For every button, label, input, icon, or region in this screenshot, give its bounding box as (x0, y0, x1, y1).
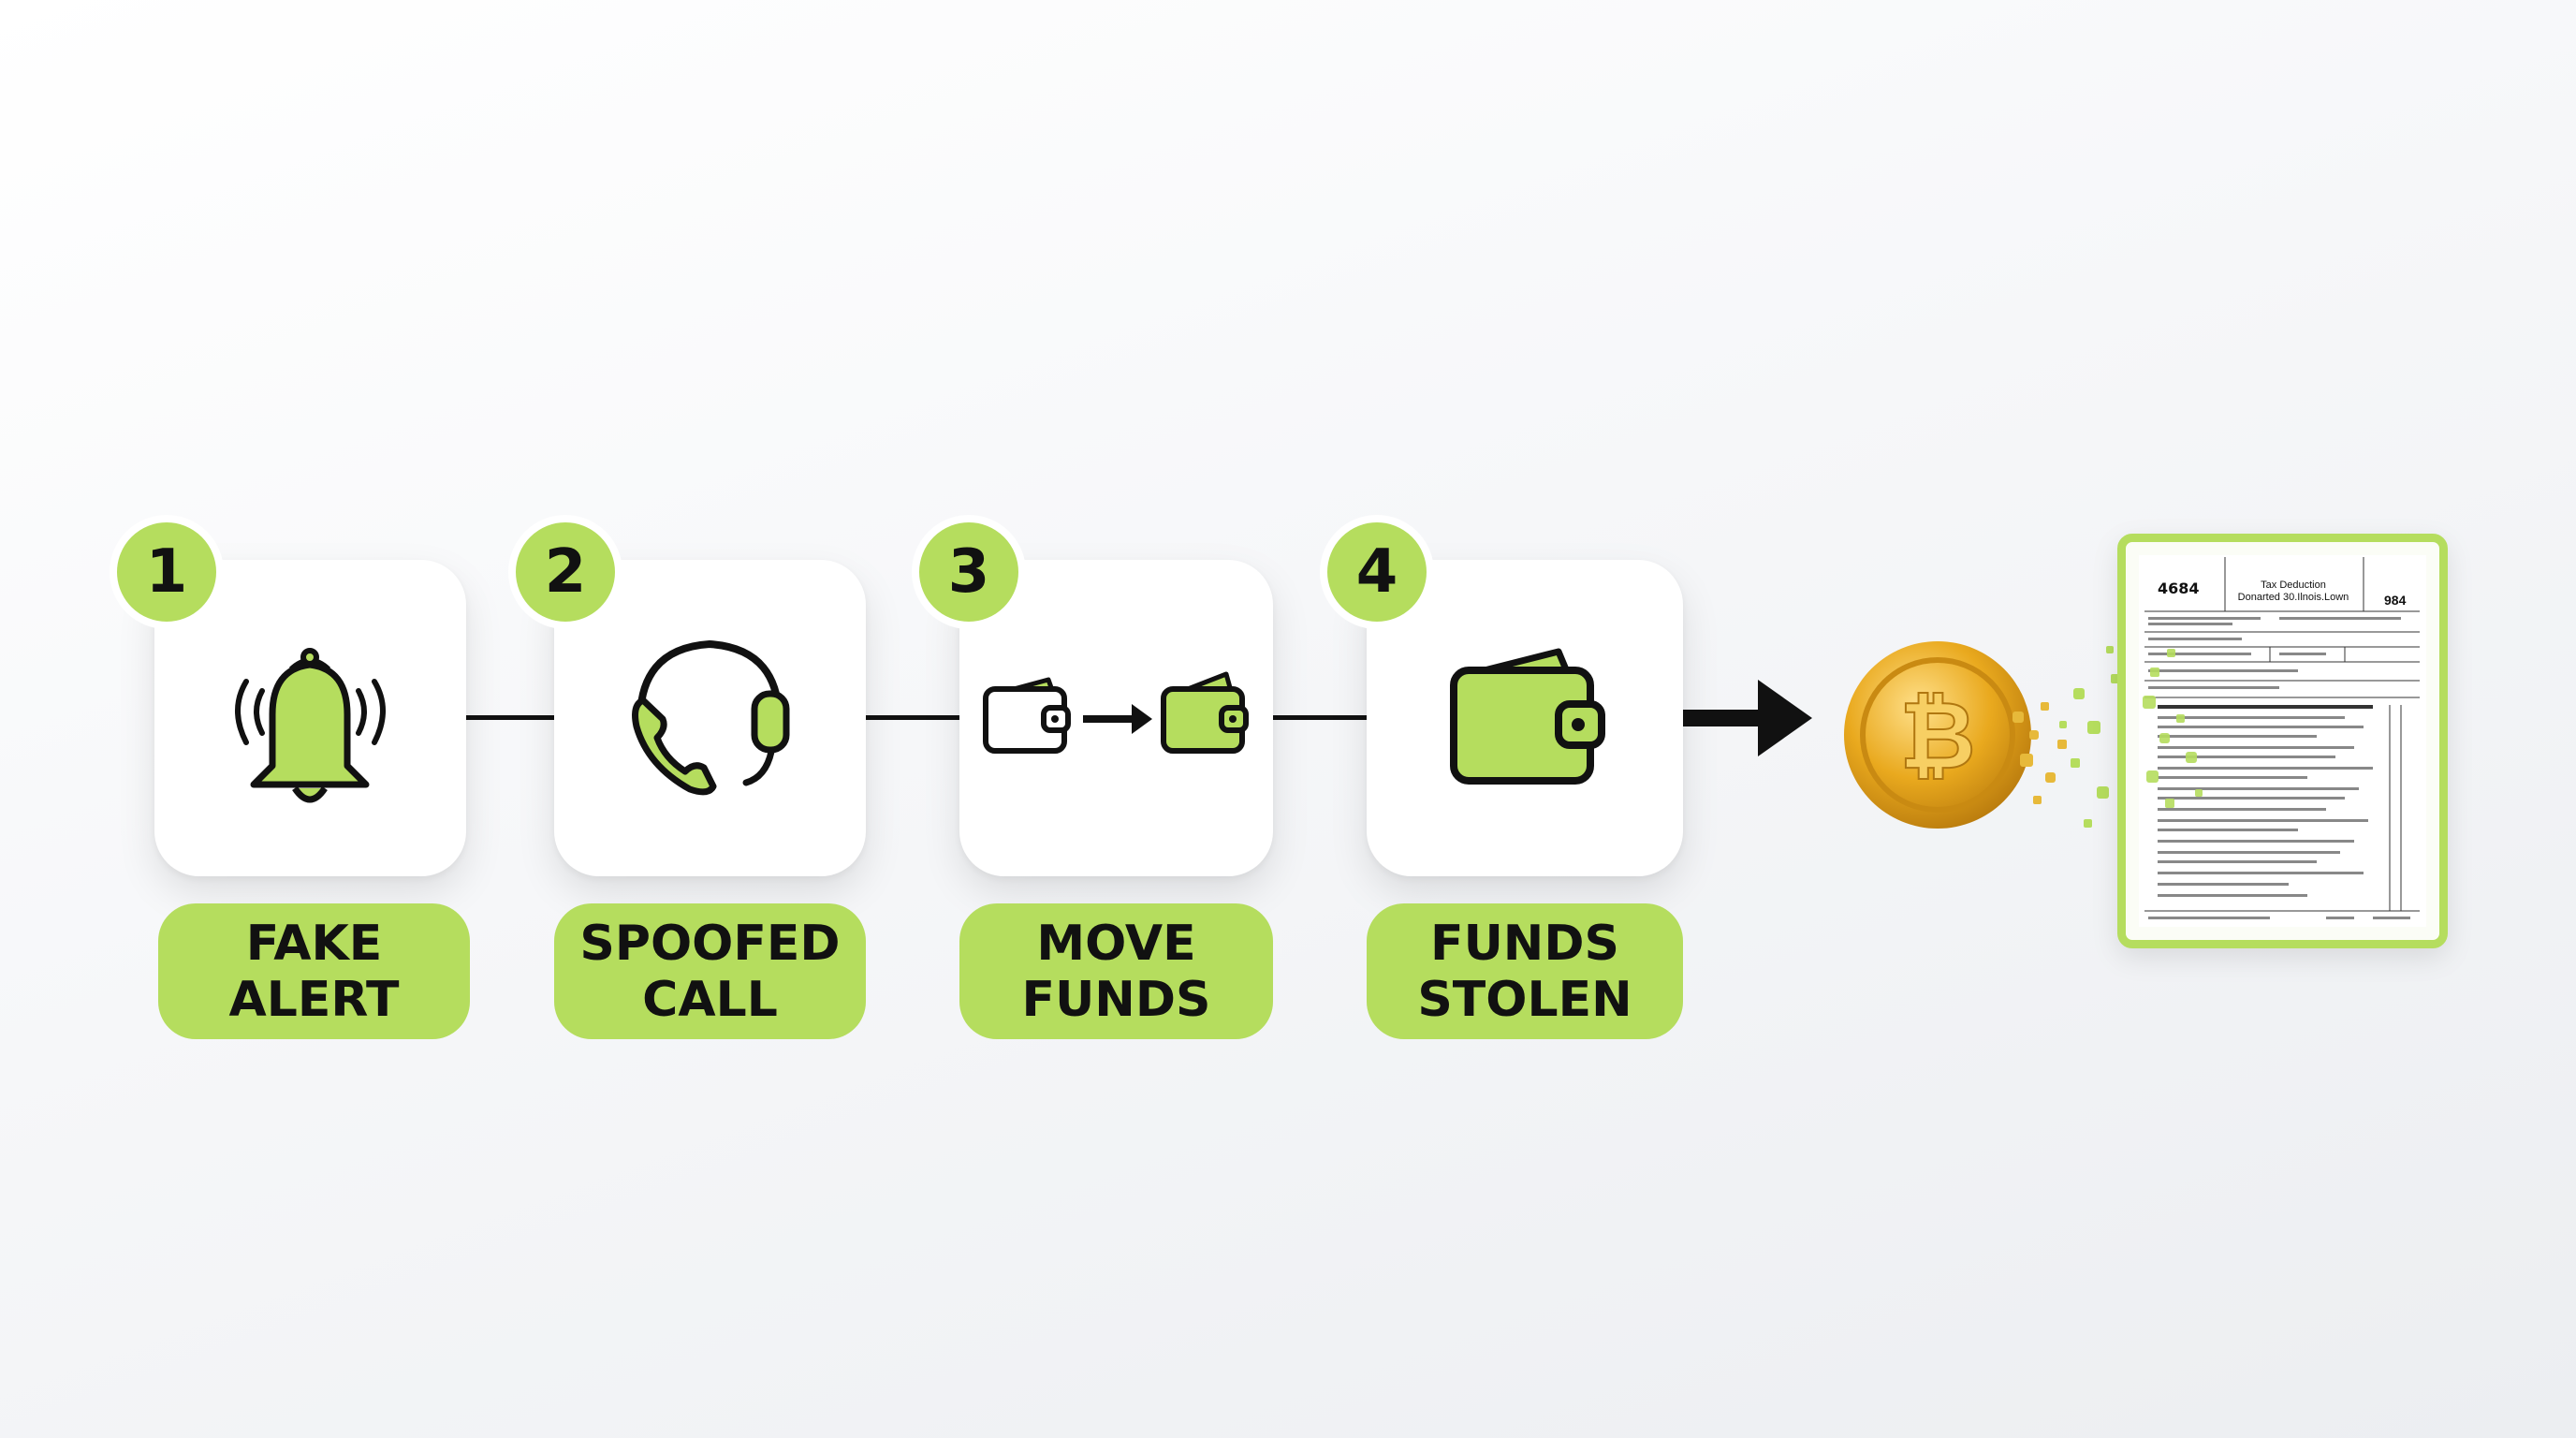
connector-2-3 (866, 715, 959, 720)
step-label-fake-alert: FAKE ALERT (158, 903, 470, 1039)
wallet-icon (1450, 648, 1605, 785)
step-label-line2: CALL (642, 971, 778, 1028)
step-label-spoofed-call: SPOOFED CALL (554, 903, 866, 1039)
wallet-transfer-icon (983, 671, 1249, 754)
step-number-2: 2 (508, 515, 622, 629)
form-title-line1: Tax Deduction (2261, 580, 2326, 591)
step-label-line1: SPOOFED (579, 915, 841, 972)
step-card-funds-stolen (1367, 560, 1683, 876)
step-label-line1: FAKE (245, 915, 383, 972)
step-label-line1: MOVE (1036, 915, 1196, 972)
arrow-right-icon (1683, 680, 1812, 756)
form-title-line2: Donarted 30.Ilnois.Lown (2237, 592, 2349, 603)
step-label-line2: FUNDS (1021, 971, 1211, 1028)
connector-3-4 (1273, 715, 1367, 720)
step-label-funds-stolen: FUNDS STOLEN (1367, 903, 1683, 1039)
step-label-line2: STOLEN (1417, 971, 1632, 1028)
step-label-line2: ALERT (228, 971, 400, 1028)
form-lines (2143, 557, 2420, 919)
step-number-1: 1 (110, 515, 224, 629)
form-number: 4684 (2158, 580, 2200, 597)
headset-phone-icon (632, 639, 790, 796)
step-card-move-funds (959, 560, 1273, 876)
svg-text:₿: ₿ (1899, 681, 1976, 790)
bitcoin-coin-icon: ₿ (1844, 641, 2031, 829)
step-number-3: 3 (912, 515, 1026, 629)
bell-icon (235, 648, 386, 803)
step-label-move-funds: MOVE FUNDS (959, 903, 1273, 1039)
form-right-code: 984 (2384, 593, 2407, 608)
tax-form-page: 4684 Tax Deduction Donarted 30.Ilnois.Lo… (2139, 555, 2426, 927)
step-card-spoofed-call (554, 560, 866, 876)
step-number-4: 4 (1320, 515, 1434, 629)
connector-1-2 (466, 715, 554, 720)
step-label-line1: FUNDS (1430, 915, 1619, 972)
form-title: Tax Deduction Donarted 30.Ilnois.Lown (2232, 580, 2354, 604)
tax-form-document: 4684 Tax Deduction Donarted 30.Ilnois.Lo… (2117, 534, 2448, 948)
